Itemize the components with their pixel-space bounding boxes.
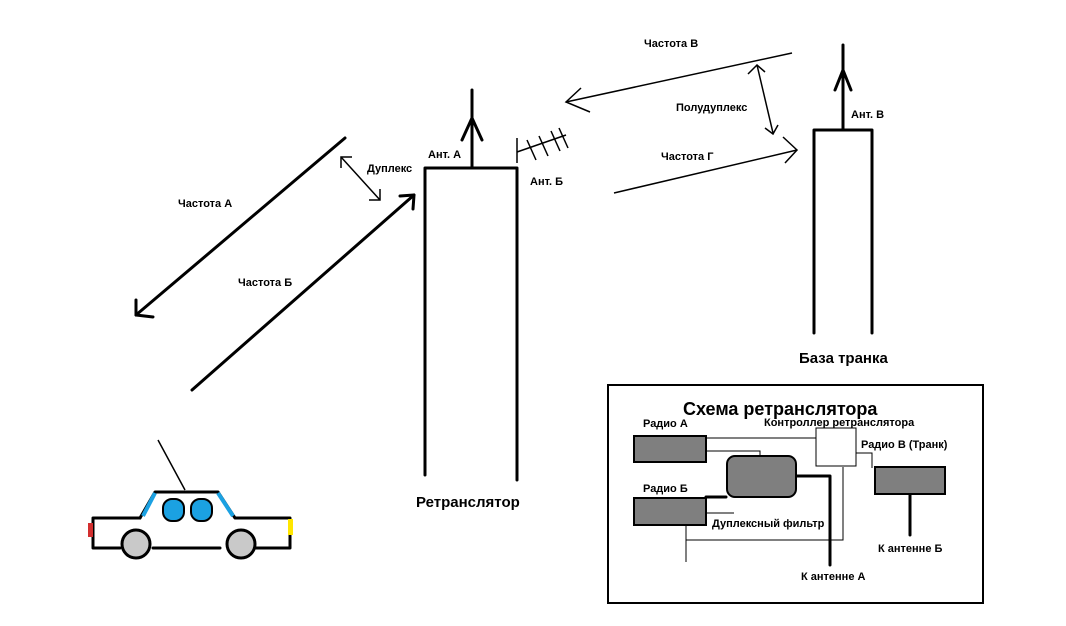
radio-a-box [633,435,707,463]
label-duplex-filter: Дуплексный фильтр [712,518,825,530]
wire-filter-ant-a [794,474,832,567]
car-head-light [288,519,293,535]
duplex-arrow [340,156,381,201]
link-freq-g [613,136,799,194]
radio-v-box [874,466,946,495]
label-controller: Контроллер ретранслятора [764,417,915,429]
antenna-b-icon [516,127,569,163]
label-trunk-base: База транка [799,350,888,367]
car-roof-trim-left [141,492,157,517]
label-ant-v: Ант. В [851,109,884,121]
label-radio-v: Радио В (Транк) [861,439,948,451]
label-half-duplex: Полудуплекс [676,102,747,114]
link-freq-v [564,52,793,113]
trunk-base-tower [812,43,874,335]
label-duplex: Дуплекс [367,163,412,175]
arrowhead-freq-b [398,193,416,211]
scheme-panel: Схема ретранслятора Радио А Радио Б Конт… [607,384,984,604]
label-freq-b: Частота Б [238,277,292,289]
label-ant-a: Ант. А [428,149,461,161]
duplex-filter-box [726,455,797,498]
car-window-rear [162,498,185,522]
label-freq-v: Частота В [644,38,698,50]
wire-radio-b-controller [686,467,844,541]
label-radio-a: Радио А [643,418,688,430]
car-rear-light [88,523,93,537]
half-duplex-arrow [747,63,779,136]
link-freq-a [134,136,347,319]
label-radio-b: Радио Б [643,483,688,495]
label-to-ant-a: К антенне А [801,571,865,583]
label-freq-g: Частота Г [661,151,714,163]
car-antenna-icon [157,439,186,491]
car-wheel-rear [120,528,152,560]
car-icon [88,439,293,560]
label-freq-a: Частота А [178,198,232,210]
controller-box [815,427,857,467]
label-to-ant-b: К антенне Б [878,543,942,555]
arrowhead-freq-a [134,298,155,319]
label-repeater: Ретранслятор [416,494,520,511]
radio-b-box [633,497,707,526]
label-ant-b: Ант. Б [530,176,563,188]
car-window-front [190,498,213,522]
repeater-tower [423,88,569,482]
link-freq-b [190,193,416,392]
car-roof-trim-right [216,491,235,518]
car-wheel-front [225,528,257,560]
wire-controller-radio-v [856,452,873,468]
scheme-title: Схема ретранслятора [683,399,878,419]
